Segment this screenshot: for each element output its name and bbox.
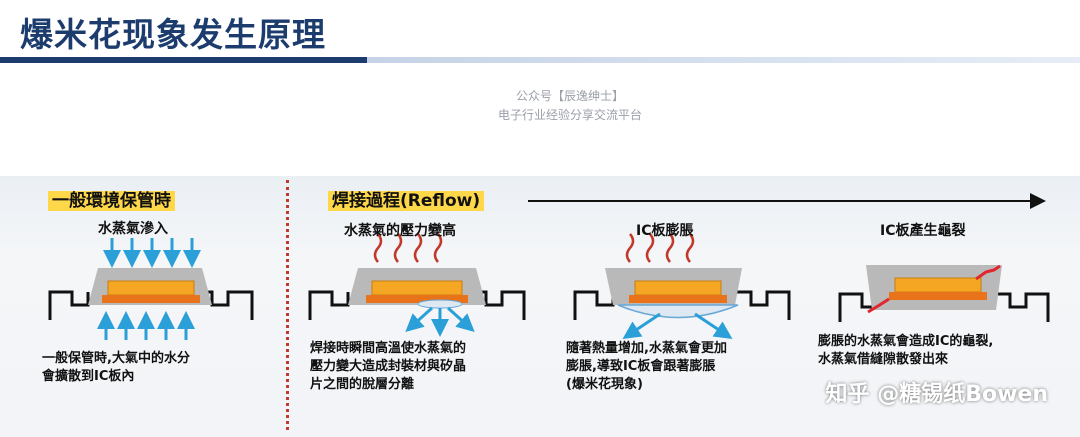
watermark-top-line2: 电子行业经验分享交流平台 — [497, 108, 642, 122]
stage3-ic-package — [838, 265, 1050, 322]
stage2-label: IC板膨脹 — [636, 223, 694, 239]
stage1-vapor-arrows — [405, 306, 475, 337]
watermark-top: 公众号【辰逸绅士】 电子行业经验分享交流平台 — [420, 87, 720, 125]
stage2-heat-waves — [625, 233, 695, 263]
storage-ic-package — [48, 268, 254, 320]
moisture-in-arrows — [103, 238, 201, 268]
watermark-bottom: 知乎 @糖锡纸Bowen — [825, 382, 1048, 407]
stage1-label: 水蒸氣的壓力變高 — [344, 223, 456, 239]
stage3-caption: 膨脹的水蒸氣會造成IC的龜裂, 水蒸氣借縫隙散發出來 — [818, 334, 994, 367]
stage3-label: IC板產生龜裂 — [880, 223, 966, 239]
stage2-caption: 隨著熱量增加,水蒸氣會更加 膨脹,導致IC板會跟著膨脹 (爆米花現象) — [566, 341, 727, 392]
page-title: 爆米花现象发生原理 — [20, 15, 326, 54]
stage2-vapor-arrows — [622, 312, 733, 339]
moisture-in-label: 水蒸氣滲入 — [98, 221, 168, 237]
stage2-ic-package — [573, 268, 791, 320]
stage1-ic-package — [308, 268, 526, 320]
storage-heading: 一般環境保管時 — [48, 191, 175, 211]
title-underline — [0, 57, 1080, 63]
stage1-caption: 焊接時瞬間高溫使水蒸氣的 壓力變大造成封裝材與矽晶 片之間的脫層分離 — [310, 341, 467, 392]
watermark-top-line1: 公众号【辰逸绅士】 — [515, 89, 624, 103]
stage3-crack-lines — [867, 264, 1001, 314]
section-divider — [286, 180, 289, 430]
stage1-heat-waves — [373, 233, 443, 263]
storage-caption: 一般保管時,大氣中的水分 會擴散到IC板內 — [42, 351, 190, 384]
moisture-up-arrows — [97, 311, 195, 340]
reflow-heading: 焊接過程(Reflow) — [328, 191, 485, 211]
